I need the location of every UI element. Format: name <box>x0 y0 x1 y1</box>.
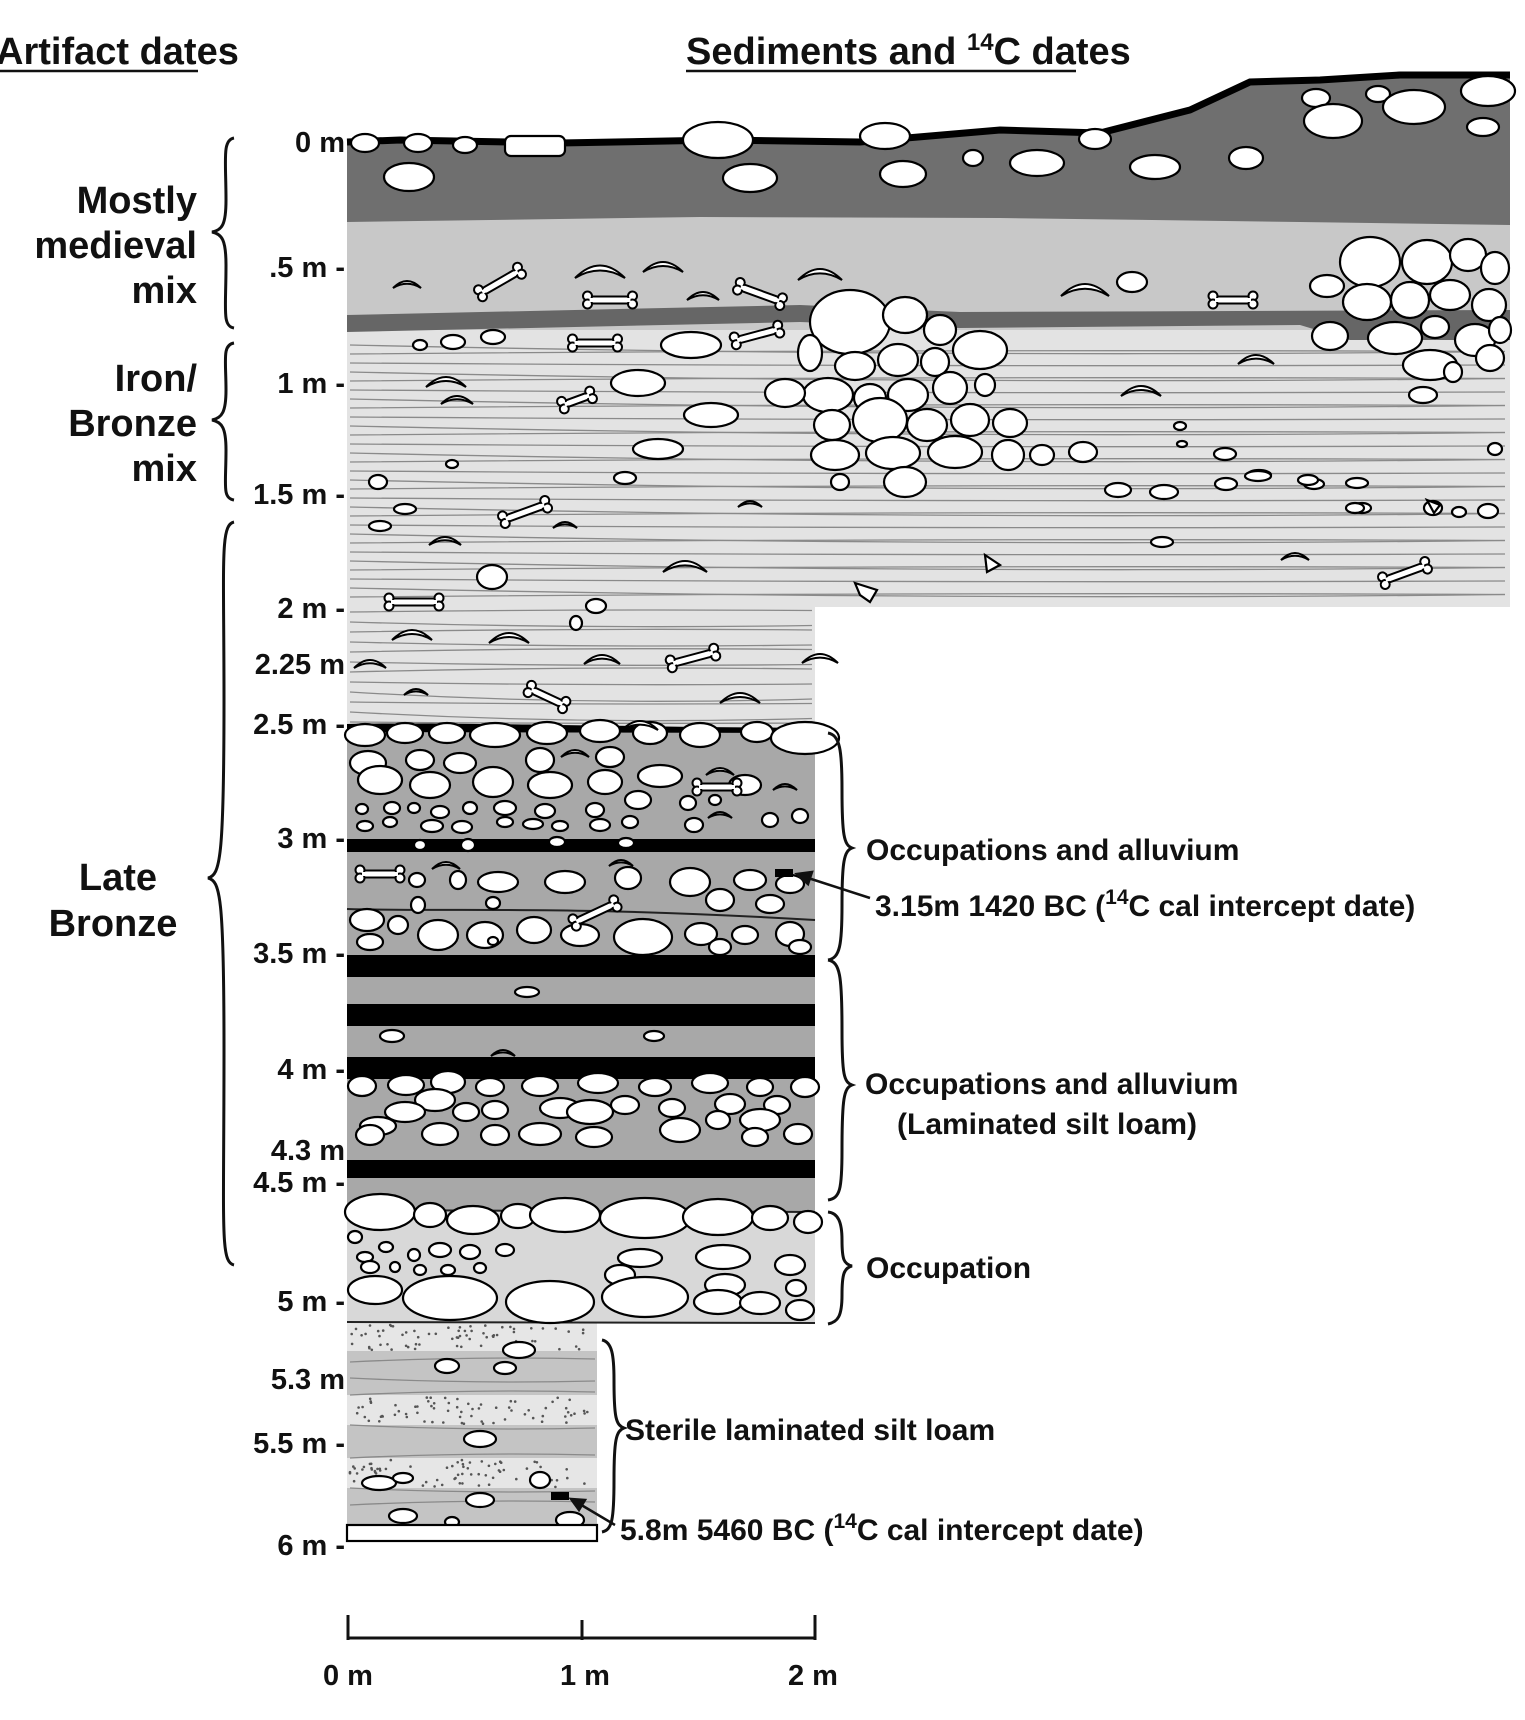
bone-fragment <box>522 679 572 715</box>
shell-fragment <box>705 767 735 776</box>
shell-fragment <box>425 376 467 388</box>
shell-fragment <box>560 749 590 758</box>
shell-fragment <box>772 783 798 791</box>
depth-label: 5.3 m <box>271 1364 345 1396</box>
depth-scale: 0 m .5 m - 1 m - 1.5 m - 2 m - 2.25 m 2.5 m - 3… <box>253 127 345 1562</box>
shell-fragment <box>431 861 461 870</box>
depth-label: 2 m - <box>277 593 345 625</box>
shell-fragment <box>490 1049 516 1057</box>
bone-fragment <box>1207 290 1259 310</box>
depth-label: 1.5 m - <box>253 479 345 511</box>
artifact-dates-heading: Artifact dates <box>0 31 239 73</box>
bone-fragment <box>354 864 406 884</box>
shell-fragment <box>574 264 626 279</box>
shell-fragment <box>1120 385 1162 397</box>
shell-fragment <box>392 280 422 289</box>
sample-marker-3-15m <box>775 869 793 877</box>
bone-fragments <box>353 261 1434 1057</box>
shell-fragment <box>719 692 761 704</box>
bone-fragment <box>691 777 743 797</box>
depth-label: 1 m - <box>277 368 345 400</box>
depth-label: 5.5 m - <box>253 1428 345 1460</box>
shell-fragment <box>428 536 462 546</box>
bone-fragment <box>731 277 789 311</box>
shell-fragment <box>662 560 708 573</box>
shell-fragment <box>440 395 474 405</box>
period-labels: Mostly medieval mix Iron/ Bronze mix Lat… <box>34 180 197 945</box>
sandy-laminae <box>347 1323 597 1489</box>
period-iron-line3: mix <box>132 448 197 490</box>
bone-fragment <box>664 642 722 674</box>
period-iron-line1: Iron/ <box>115 358 198 400</box>
scale-label-0m: 0 m <box>323 1660 373 1692</box>
shell-fragment <box>1237 354 1275 365</box>
annotation-labels: Occupations and alluvium 3.15m 1420 BC (… <box>620 834 1415 1547</box>
shell-fragment <box>391 629 433 641</box>
period-medieval-line1: Mostly <box>77 180 197 222</box>
shell-fragment <box>707 811 733 819</box>
shell-fragment <box>801 653 839 664</box>
scale-label-2m: 2 m <box>788 1660 838 1692</box>
shell-fragment <box>797 268 843 281</box>
shell-fragment <box>488 632 530 644</box>
laminated-silt-upper <box>347 320 1510 728</box>
depth-label: 2.5 m - <box>253 709 345 741</box>
depth-label: 4.5 m - <box>253 1167 345 1199</box>
label-laminated-silt-loam: (Laminated silt loam) <box>897 1108 1197 1141</box>
shell-fragment <box>686 291 720 301</box>
shell-fragment <box>642 261 684 273</box>
period-braces <box>207 136 235 1267</box>
depth-label: 4.3 m <box>271 1135 345 1167</box>
period-iron-line2: Bronze <box>68 403 197 445</box>
label-occupation: Occupation <box>866 1252 1031 1285</box>
period-late-bronze-line2: Bronze <box>49 903 178 945</box>
depth-label: 4 m - <box>277 1054 345 1086</box>
shell-fragment <box>552 521 578 529</box>
stones-and-clasts <box>343 74 1517 1543</box>
shell-fragment <box>403 688 429 696</box>
period-late-bronze-line1: Late <box>79 857 157 899</box>
depth-label: 3.5 m - <box>253 938 345 970</box>
period-medieval-line2: medieval <box>34 225 197 267</box>
depth-label: .5 m - <box>269 252 345 284</box>
bone-fragment <box>1376 556 1434 590</box>
label-occupations-alluvium-1: Occupations and alluvium <box>866 834 1239 867</box>
sample-marker-5-8m <box>551 1492 569 1500</box>
bone-fragment <box>567 894 623 932</box>
scale-label-1m: 1 m <box>560 1660 610 1692</box>
sample-arrows <box>568 870 871 1527</box>
topsoil-layer <box>347 75 1510 225</box>
scale-bar <box>346 1615 817 1640</box>
label-sterile-silt-loam: Sterile laminated silt loam <box>625 1414 995 1447</box>
depth-label: 6 m - <box>277 1530 345 1562</box>
bone-fragment <box>582 290 638 310</box>
shell-fragment <box>583 654 621 665</box>
bone-fragment <box>383 592 445 612</box>
shell-fragment <box>1280 552 1310 561</box>
bone-fragment <box>728 319 786 351</box>
shell-fragment <box>621 720 659 731</box>
label-date-5-8m: 5.8m 5460 BC (14C cal intercept date) <box>620 1510 1144 1547</box>
lamination-lines <box>349 344 1506 1506</box>
bone-fragment <box>567 333 623 353</box>
bone-fragment <box>556 385 598 415</box>
depth-label: 0 m <box>295 127 345 159</box>
shell-fragment <box>608 859 634 867</box>
bone-fragment <box>473 261 527 303</box>
bone-fragment <box>496 495 554 529</box>
shell-fragment <box>1060 283 1110 297</box>
annotation-braces <box>601 731 857 1534</box>
label-date-3-15m: 3.15m 1420 BC (14C cal intercept date) <box>875 886 1415 923</box>
period-medieval-line3: mix <box>132 270 197 312</box>
shell-fragment <box>353 659 387 669</box>
shell-fragment <box>737 500 763 508</box>
depth-label: 3 m - <box>277 823 345 855</box>
depth-label: 2.25 m <box>255 649 345 681</box>
sediments-heading: Sediments and 14C dates <box>686 29 1131 73</box>
depth-label: 5 m - <box>277 1286 345 1318</box>
label-occupations-alluvium-2: Occupations and alluvium <box>865 1068 1238 1101</box>
